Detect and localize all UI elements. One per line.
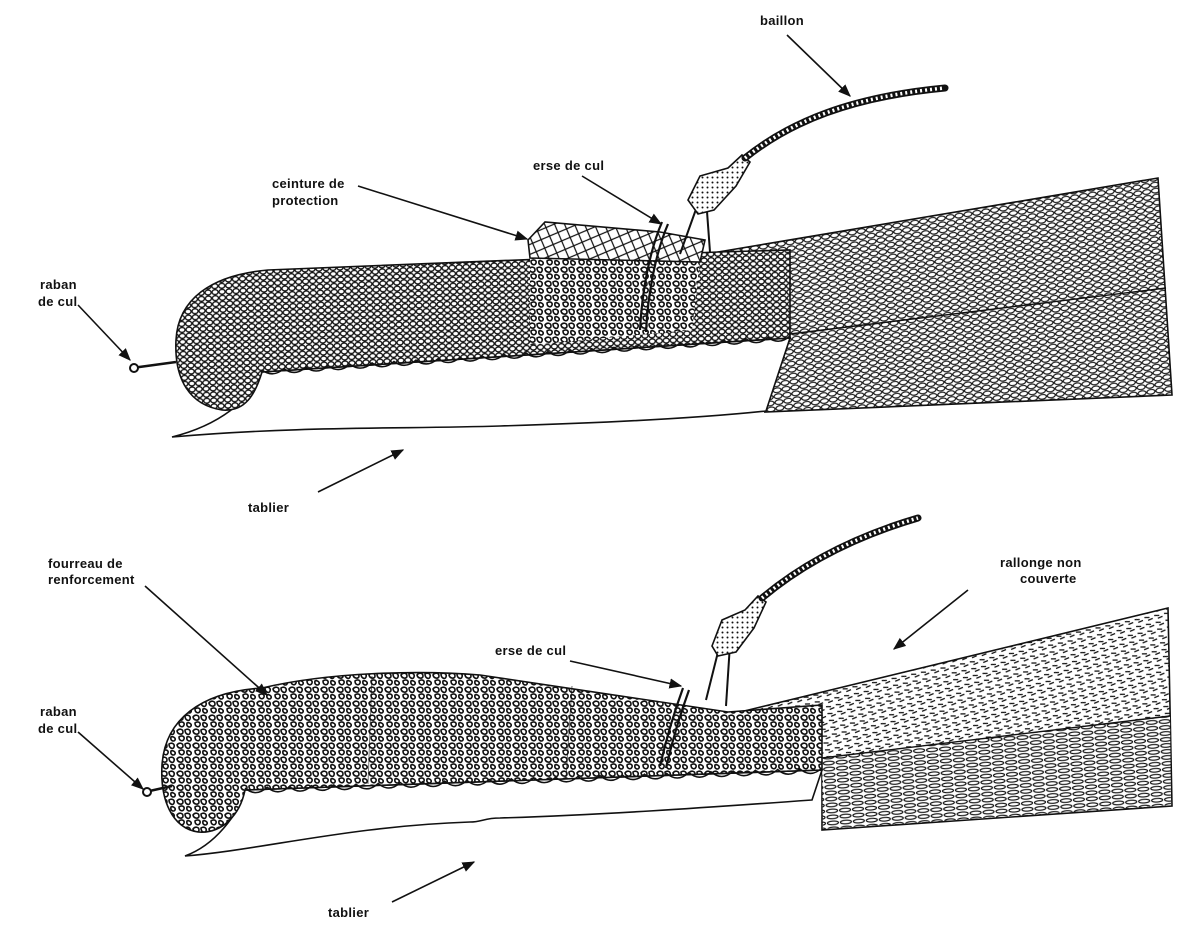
bottom-raban-eye	[143, 788, 151, 796]
top-tablier-arrow	[318, 450, 403, 492]
top-raban-label-line2: de cul	[38, 294, 77, 309]
bottom-fourreau-label-line2: renforcement	[48, 572, 135, 587]
top-protective-belt	[528, 222, 705, 262]
top-raban-arrow	[78, 305, 130, 360]
top-ceinture-label-line1: ceinture de	[272, 176, 345, 191]
top-ceinture-arrow	[358, 186, 527, 239]
bottom-tablier-label: tablier	[328, 905, 369, 920]
top-baillon-arrow	[787, 35, 850, 96]
bottom-erse-arrow	[570, 661, 681, 686]
top-tablier-label: tablier	[248, 500, 289, 515]
bottom-tablier-arrow	[392, 862, 474, 902]
bottom-erse-label: erse de cul	[495, 643, 566, 658]
top-baillon-rope	[745, 88, 945, 158]
top-ceinture-label-line2: protection	[272, 193, 339, 208]
top-baillon-rope-twist	[745, 88, 945, 158]
top-figure: baillon ceinture de protection erse de c…	[38, 13, 1172, 515]
bottom-raban-label-line2: de cul	[38, 721, 77, 736]
bottom-figure: fourreau de renforcement erse de cul ral…	[38, 518, 1172, 920]
bottom-rallonge-label-line2: couverte	[1020, 571, 1077, 586]
bottom-rallonge-arrow	[894, 590, 968, 649]
bottom-sleeve	[712, 596, 766, 656]
bottom-baillon-rope	[762, 518, 918, 598]
bottom-raban-label-line1: raban	[40, 704, 77, 719]
top-raban-eye	[130, 364, 138, 372]
top-baillon-label: baillon	[760, 13, 804, 28]
bottom-baillon-rope-twist	[762, 518, 918, 598]
top-erse-arrow	[582, 176, 661, 224]
bottom-fourreau-label-line1: fourreau de	[48, 556, 123, 571]
bottom-raban-arrow	[78, 732, 143, 789]
top-erse-label: erse de cul	[533, 158, 604, 173]
top-sleeve	[688, 155, 750, 214]
bottom-fourreau-arrow	[145, 586, 267, 695]
top-raban-label-line1: raban	[40, 277, 77, 292]
bottom-rallonge-label-line1: rallonge non	[1000, 555, 1082, 570]
